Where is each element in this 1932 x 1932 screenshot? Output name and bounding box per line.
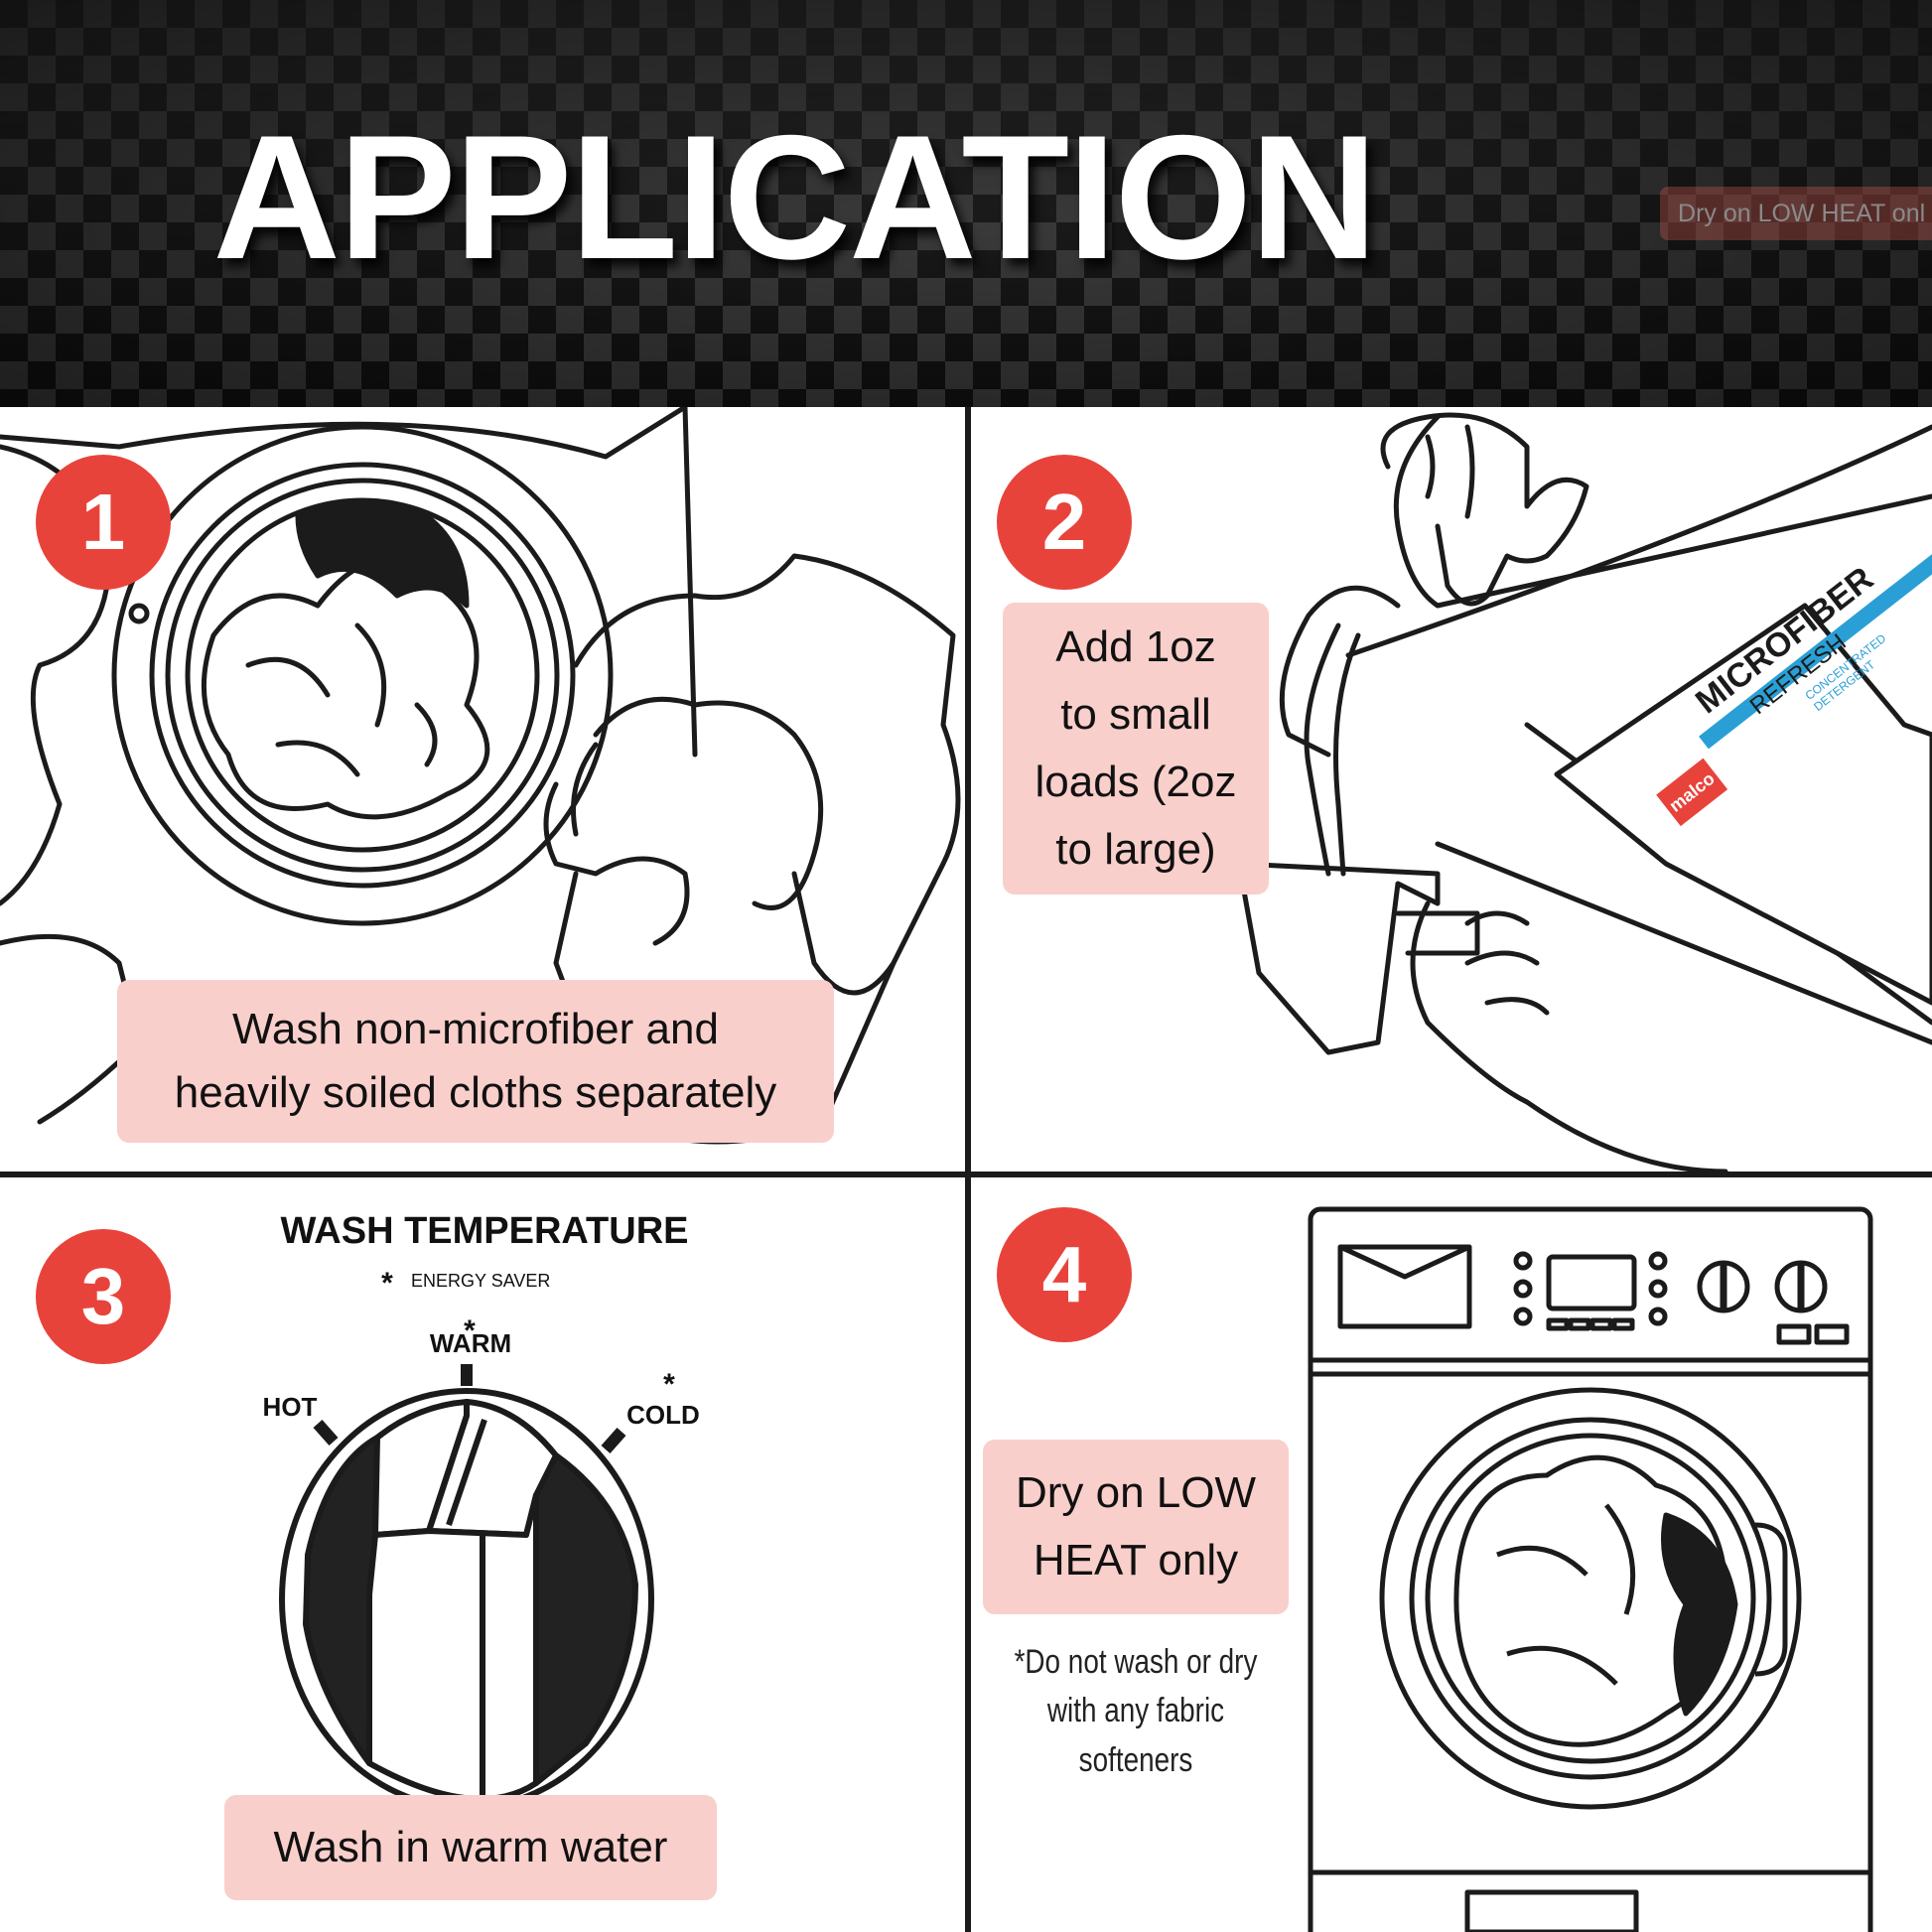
step-badge-1: 1 bbox=[36, 455, 171, 590]
step-badge-2: 2 bbox=[997, 455, 1132, 590]
step-panel-3: WASH TEMPERATURE * ENERGY SAVER * WARM H… bbox=[0, 1177, 965, 1932]
note-line: *Do not wash or dry bbox=[1014, 1643, 1258, 1681]
legend-star: * bbox=[381, 1267, 393, 1300]
caption-line: loads (2oz bbox=[1035, 758, 1237, 806]
step-panel-4: 4 Dry on LOW HEAT only *Do not wash or d… bbox=[971, 1177, 1932, 1932]
divider-horizontal bbox=[0, 1172, 1932, 1177]
dryer-illustration bbox=[1308, 1206, 1873, 1932]
label-warm: WARM bbox=[430, 1328, 511, 1358]
washer-loading-illustration bbox=[0, 407, 961, 1145]
dial-title: WASH TEMPERATURE bbox=[281, 1210, 689, 1252]
caption-line: to large) bbox=[1055, 825, 1216, 875]
step-caption-4: Dry on LOW HEAT only bbox=[983, 1440, 1289, 1614]
step-badge-4: 4 bbox=[997, 1207, 1132, 1342]
caption-line: Add 1oz bbox=[1055, 621, 1216, 671]
step-caption-1: Wash non-microfiber and heavily soiled c… bbox=[117, 980, 834, 1143]
step-badge-3: 3 bbox=[36, 1229, 171, 1364]
header-banner: APPLICATION Dry on LOW HEAT onl bbox=[0, 0, 1932, 407]
divider-vertical bbox=[965, 407, 971, 1932]
page-title: APPLICATION bbox=[212, 98, 1377, 296]
hover-tooltip: Dry on LOW HEAT onl bbox=[1660, 187, 1932, 240]
softener-warning: *Do not wash or dry with any fabric soft… bbox=[1001, 1638, 1271, 1785]
step-caption-2: Add 1oz to small loads (2oz to large) bbox=[1003, 603, 1269, 895]
caption-line: to small bbox=[1060, 689, 1211, 739]
caption-line: Dry on LOW bbox=[1015, 1467, 1257, 1517]
step-panel-2: malco MICROFIBER REFRESH CONCENTRATED DE… bbox=[971, 407, 1932, 1172]
temperature-dial-illustration: WASH TEMPERATURE * ENERGY SAVER * WARM H… bbox=[263, 1210, 700, 1811]
caption-line: Wash non-microfiber and bbox=[232, 1005, 719, 1054]
note-line: with any fabric bbox=[1046, 1692, 1225, 1730]
step-caption-3: Wash in warm water bbox=[224, 1795, 717, 1900]
cold-star: * bbox=[663, 1368, 675, 1401]
label-hot: HOT bbox=[263, 1392, 318, 1422]
note-line: softeners bbox=[1078, 1740, 1193, 1779]
warm-star: * bbox=[464, 1314, 476, 1347]
caption-line: heavily soiled cloths separately bbox=[174, 1068, 777, 1117]
caption-line: HEAT only bbox=[1033, 1536, 1239, 1585]
dial-legend: ENERGY SAVER bbox=[411, 1271, 550, 1291]
caption-line: Wash in warm water bbox=[273, 1823, 668, 1872]
pouring-detergent-illustration: malco MICROFIBER REFRESH CONCENTRATED DE… bbox=[1236, 412, 1932, 1172]
step-panel-1: 1 Wash non-microfiber and heavily soiled… bbox=[0, 407, 965, 1172]
label-cold: COLD bbox=[626, 1400, 700, 1430]
